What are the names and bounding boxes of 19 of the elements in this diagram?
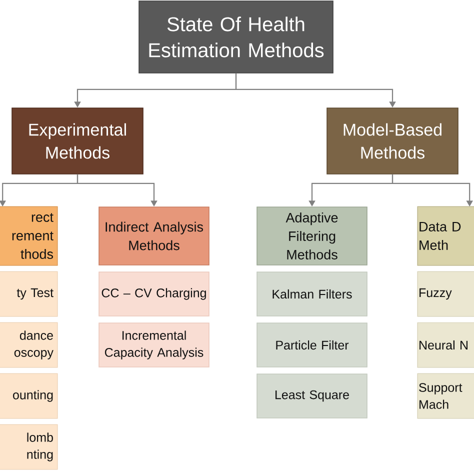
- method-box: dance oscopy: [0, 322, 58, 368]
- method-box: Particle Filter: [256, 322, 368, 368]
- method-box: ounting: [0, 373, 58, 419]
- method-box: Neural N: [417, 322, 474, 368]
- method-box: Fuzzy: [417, 271, 474, 317]
- subcategory-box: Adaptive Filtering Methods: [256, 206, 368, 266]
- category-box: Model-Based Methods: [326, 108, 458, 174]
- root-box: State Of Health Estimation Methods: [138, 0, 334, 74]
- method-box: Support Mach: [417, 373, 474, 419]
- method-box: Kalman Filters: [256, 272, 368, 316]
- method-box: lomb nting: [0, 424, 58, 470]
- method-box: Incremental Capacity Analysis: [98, 322, 210, 368]
- method-box: CC – CV Charging: [98, 272, 210, 316]
- subcategory-box: rect rement thods: [0, 206, 58, 266]
- category-box: Experimental Methods: [12, 108, 144, 174]
- method-box: Least Square: [256, 374, 368, 418]
- subcategory-box: Indirect Analysis Methods: [98, 206, 210, 266]
- subcategory-box: Data D Meth: [417, 206, 474, 266]
- method-box: ty Test: [0, 271, 58, 317]
